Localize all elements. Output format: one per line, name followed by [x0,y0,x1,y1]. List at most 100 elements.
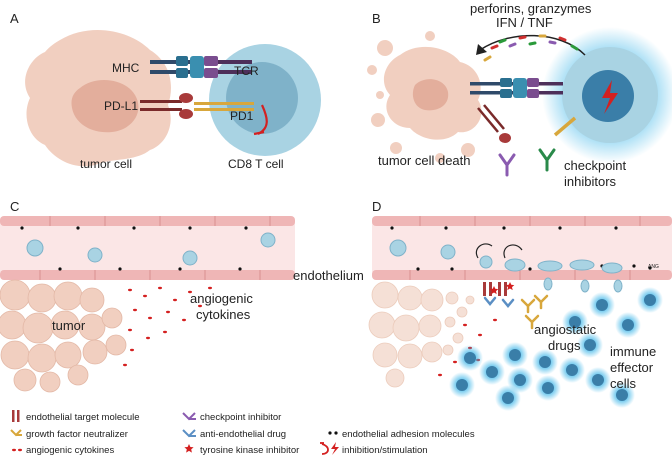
effector-cell [637,287,663,313]
growth-factor-neutralizer-icon [10,429,22,437]
tyrosine-kinase-inhibitors-d [489,282,515,295]
label-cells: cells [610,376,637,391]
vessel-lumen-c [0,222,295,272]
label-tcr: TCR [234,64,259,78]
panel-b-letter: B [372,11,381,26]
legend-item-adhesion-molecules: endothelial adhesion molecules [328,429,475,440]
mhc-tcr-complex-b [470,78,563,98]
label-mhc: MHC [112,61,140,75]
immune-effector-cells [449,287,663,411]
regressing-tumor-d [368,281,475,388]
effector-cell [532,349,558,375]
label-tumor-cell: tumor cell [80,157,132,171]
rolling-arrows [475,243,523,259]
endothelium-top-d [372,216,672,226]
checkpoint-inhibitor-icon [182,412,196,421]
effector-cell [562,309,588,335]
effector-cell [615,312,641,338]
legend-label: endothelial adhesion molecules [342,429,475,440]
stimulation-bolt-icon [602,80,618,114]
label-pd-l1: PD-L1 [104,99,138,113]
legend-item-growth-factor-neutralizer: growth factor neutralizer [10,429,128,440]
legend-label: endothelial target molecule [26,412,140,423]
legend-label: inhibition/stimulation [342,445,428,455]
immune-cells-in-lumen-c [26,232,276,266]
watermark-text: ANG [648,264,659,270]
anti-endothelial-drug-icon [182,429,196,438]
angiogenic-cytokines-c [123,286,212,367]
tumor-mass-c [0,279,127,393]
immune-cells-in-lumen-d [389,239,623,274]
label-cd8-t-cell: CD8 T cell [228,157,284,171]
legend: endothelial target molecule checkpoint i… [10,410,475,455]
panel-c-letter: C [10,199,19,214]
effector-cell [577,332,603,358]
label-endothelium: endothelium [293,268,364,283]
label-pd1: PD1 [230,109,254,123]
pdl1-pd1-complex [140,93,268,136]
label-angiogenic: angiogenic [190,291,253,306]
legend-label: anti-endothelial drug [200,429,286,440]
label-cytokines: cytokines [196,307,251,322]
effector-cell [535,375,561,401]
label-checkpoint: checkpoint [564,158,627,173]
effector-cell [585,367,611,393]
panel-a-letter: A [10,11,19,26]
effector-cell [589,292,615,318]
checkpoint-inhibitor-icon [498,153,516,177]
effector-cell [502,342,528,368]
growth-factor-neutralizers-d [520,294,549,330]
effector-cell [449,372,475,398]
blocked-pd-l1 [477,104,511,143]
legend-item-anti-endothelial-drug: anti-endothelial drug [182,429,286,440]
endothelium-bottom-d [372,270,672,280]
endothelium-top-c [0,216,295,226]
endothelial-target-molecules-d [483,282,507,296]
legend-item-angiogenic-cytokines: angiogenic cytokines [12,445,114,455]
legend-item-checkpoint-inhibitor: checkpoint inhibitor [182,412,281,423]
inhibition-stimulation-icon [320,442,339,455]
label-ifn-tnf: IFN / TNF [496,15,553,30]
panel-b: B [367,1,672,189]
panel-c: C [0,199,295,393]
tumor-nucleus [71,79,139,133]
adhesion-molecules-icon [328,431,338,435]
legend-item-endothelial-target: endothelial target molecule [12,410,140,423]
endothelial-cell-borders-c [39,216,271,280]
anti-endothelial-drugs-d [483,296,515,308]
effector-cell [495,385,521,411]
mhc-tcr-complex [150,56,252,78]
label-effector: effector [610,360,654,375]
legend-label: angiogenic cytokines [26,445,114,455]
endothelial-target-icon [12,410,20,422]
pd1-receptor-b [553,116,577,137]
effector-cell [559,357,585,383]
label-drugs: drugs [548,338,581,353]
effector-cell [457,345,483,371]
checkpoint-inhibitor-icon-2 [538,148,556,172]
adhesion-molecules-c [20,226,248,271]
angiogenic-cytokines-icon [12,448,22,452]
label-perforins-granzymes: perforins, granzymes [470,1,592,16]
endothelium-bottom-c [0,270,295,280]
panel-a: A MHC TCR PD-L1 [10,11,321,171]
effector-cell [479,359,505,385]
label-inhibitors: inhibitors [564,174,617,189]
t-cell-nucleus [226,62,298,134]
label-angiostatic: angiostatic [534,322,597,337]
legend-item-inhibition-stimulation: inhibition/stimulation [320,442,428,455]
label-tumor: tumor [52,318,86,333]
label-immune: immune [610,344,656,359]
tyrosine-kinase-icon [184,444,194,453]
panel-d: D ANG [368,199,672,411]
dying-tumor-cell [367,31,482,163]
legend-item-tyrosine-kinase: tyrosine kinase inhibitor [184,444,299,455]
legend-label: growth factor neutralizer [26,429,128,440]
label-tumor-cell-death: tumor cell death [378,153,471,168]
legend-label: tyrosine kinase inhibitor [200,445,299,455]
endothelial-cell-borders-d [409,216,641,280]
panel-d-letter: D [372,199,381,214]
cytotoxic-granules [483,34,579,62]
effector-cell [609,382,635,408]
